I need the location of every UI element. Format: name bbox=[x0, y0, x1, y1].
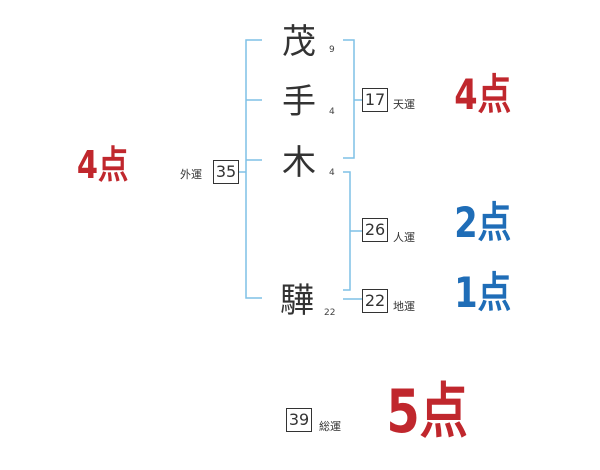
jinun-bracket bbox=[343, 171, 351, 291]
name-char-2-strokes: 4 bbox=[329, 107, 335, 117]
jinun-score: 2点 bbox=[454, 198, 512, 247]
tenun-bracket bbox=[343, 39, 355, 159]
tenun-value-box: 17 bbox=[362, 88, 388, 112]
soun-value-box: 39 bbox=[286, 408, 312, 432]
name-char-3: 木 bbox=[282, 143, 316, 183]
soun-label: 総運 bbox=[319, 420, 341, 433]
soun-score: 5点 bbox=[386, 377, 468, 447]
name-char-1-strokes: 9 bbox=[329, 45, 335, 55]
jinun-label: 人運 bbox=[393, 231, 415, 244]
gaiun-bracket bbox=[245, 39, 262, 299]
gaiun-score: 4点 bbox=[76, 143, 129, 187]
gaiun-label: 外運 bbox=[180, 168, 202, 181]
chiun-value-box: 22 bbox=[362, 289, 388, 313]
name-char-4: 驊 bbox=[280, 281, 314, 321]
chiun-label: 地運 bbox=[393, 300, 415, 313]
chiun-score: 1点 bbox=[454, 268, 512, 317]
name-char-3-strokes: 4 bbox=[329, 168, 335, 178]
name-char-2: 手 bbox=[282, 82, 316, 122]
gaiun-value-box: 35 bbox=[213, 160, 239, 184]
tenun-score: 4点 bbox=[454, 70, 512, 119]
tenun-label: 天運 bbox=[393, 98, 415, 111]
jinun-value-box: 26 bbox=[362, 218, 388, 242]
name-char-1: 茂 bbox=[282, 22, 316, 62]
name-char-4-strokes: 22 bbox=[324, 308, 336, 318]
